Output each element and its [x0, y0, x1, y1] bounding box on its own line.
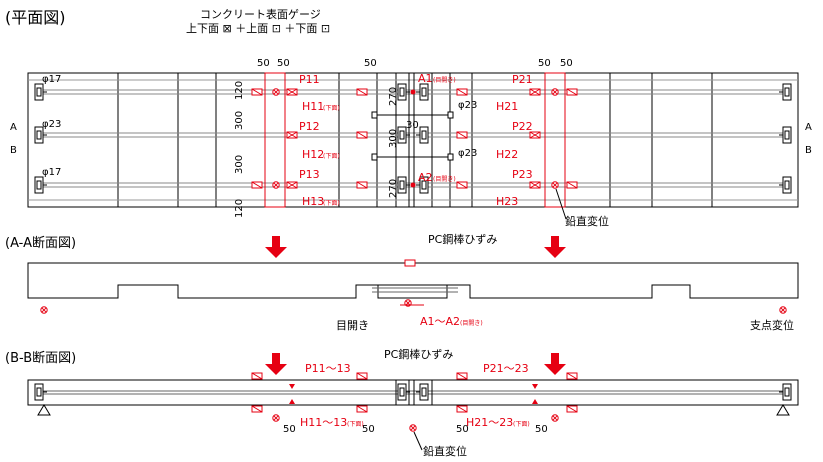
dim-270a: 270 — [388, 87, 399, 106]
label-h22: H22 — [496, 148, 518, 161]
center-couplers — [371, 111, 454, 161]
dim-50e: 50 — [560, 58, 573, 69]
label-p21-23: P21～23 — [483, 362, 529, 375]
label-h21: H21 — [496, 100, 518, 113]
label-h12: H12 — [302, 148, 324, 161]
dim-bb-50c: 50 — [456, 424, 469, 435]
section-b-labels: P11～13 PC鋼棒ひずみ P21～23 H11～13 (下面) H21～23… — [283, 347, 548, 458]
label-p22: P22 — [512, 120, 533, 133]
section-b-title: (B-B断面図) — [5, 351, 76, 366]
label-h11-13: H11～13 — [300, 416, 347, 429]
label-h21-23-sub: (下面) — [513, 421, 530, 428]
label-vertical-disp-b: 鉛直変位 — [423, 444, 467, 458]
dim-300a: 300 — [234, 111, 245, 130]
dia-center-b: φ23 — [458, 148, 477, 159]
label-opening: 目開き — [336, 319, 369, 332]
label-h11: H11 — [302, 100, 324, 113]
section-b-markers — [34, 353, 792, 432]
label-h11-sub: (下面) — [323, 105, 340, 112]
dia-top: φ17 — [42, 74, 61, 85]
dim-300c: 300 — [388, 129, 399, 148]
label-a1-a2-sub: (目開き) — [460, 320, 483, 327]
dim-bb-50a: 50 — [283, 424, 296, 435]
plan-view-title: (平面図) — [5, 8, 66, 27]
dim-270b: 270 — [388, 179, 399, 198]
label-p21: P21 — [512, 73, 533, 86]
dim-50b: 50 — [277, 58, 290, 69]
dim-120a: 120 — [234, 81, 245, 100]
dia-center-a: φ23 — [458, 100, 477, 111]
legend-row: 上下面 ⊠ ＋上面 ⊡ ＋下面 ⊡ — [186, 22, 330, 35]
label-h13: H13 — [302, 195, 324, 208]
section-b-right: B — [805, 145, 812, 156]
label-a1-a2: A1～A2 — [420, 315, 460, 328]
label-p13: P13 — [299, 168, 320, 181]
dim-30: 30 — [406, 120, 419, 131]
label-h13-sub: (下面) — [323, 200, 340, 207]
label-pc-strain-b: PC鋼棒ひずみ — [384, 347, 453, 361]
legend-title: コンクリート表面ゲージ — [200, 7, 321, 21]
dia-mid: φ23 — [42, 119, 61, 130]
label-h12-sub: (下面) — [323, 153, 340, 160]
anchor-set-plan — [34, 83, 792, 194]
label-vertical-disp-plan: 鉛直変位 — [565, 214, 609, 228]
label-pc-strain-a: PC鋼棒ひずみ — [428, 232, 497, 246]
label-p12: P12 — [299, 120, 320, 133]
label-p23: P23 — [512, 168, 533, 181]
plan-red-labels: P11 P12 P13 P21 P22 P23 H11 H12 H13 H21 … — [299, 72, 609, 228]
section-a-title: (A-A断面図) — [5, 236, 76, 251]
plan-gauges — [251, 88, 578, 189]
plan-dim-labels: φ17 φ23 φ17 φ23 φ23 A B A B 50 50 50 50 … — [10, 58, 812, 218]
dim-300b: 300 — [234, 155, 245, 174]
dim-50d: 50 — [538, 58, 551, 69]
section-a-markers — [40, 236, 787, 314]
dia-bot: φ17 — [42, 167, 61, 178]
dim-50c: 50 — [364, 58, 377, 69]
label-a1: A1 — [418, 72, 433, 85]
dim-bb-50d: 50 — [535, 424, 548, 435]
section-a-right: A — [805, 122, 812, 133]
label-h23: H23 — [496, 195, 518, 208]
plan-view — [27, 72, 799, 208]
label-p11-13: P11～13 — [305, 362, 351, 375]
section-a-left: A — [10, 122, 17, 133]
section-b-view — [27, 379, 799, 416]
label-h21-23: H21～23 — [466, 416, 513, 429]
section-a-view — [27, 262, 799, 299]
dim-120b: 120 — [234, 199, 245, 218]
dim-bb-50b: 50 — [362, 424, 375, 435]
label-support-disp: 支点変位 — [750, 318, 794, 332]
section-b-left: B — [10, 145, 17, 156]
label-p11: P11 — [299, 73, 320, 86]
label-h11-13-sub: (下面) — [347, 421, 364, 428]
label-a2-sub: (目開き) — [433, 176, 456, 183]
label-a1-sub: (目開き) — [433, 77, 456, 84]
dim-50a: 50 — [257, 58, 270, 69]
label-a2: A2 — [418, 171, 433, 184]
